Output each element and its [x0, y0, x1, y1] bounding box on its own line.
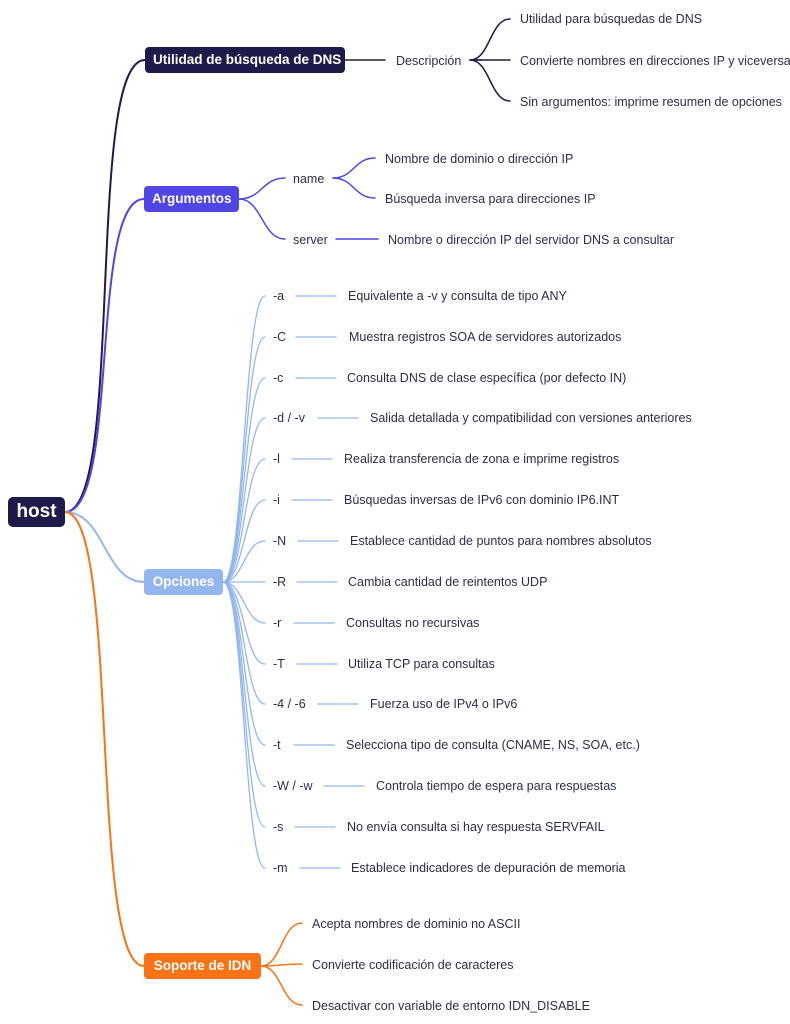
option-description[interactable]: Cambia cantidad de reintentos UDP: [348, 575, 548, 589]
option-description[interactable]: Selecciona tipo de consulta (CNAME, NS, …: [346, 738, 640, 752]
edge-opts-flag: [222, 581, 266, 828]
idn-leaf-2[interactable]: Convierte codificación de caracteres: [312, 958, 514, 972]
branch-options[interactable]: Opciones: [144, 569, 223, 595]
option-flag[interactable]: -l: [273, 452, 280, 466]
edge-opts-flag: [222, 581, 266, 665]
edge-opts-flag: [222, 458, 266, 583]
arg-name-leaf-2[interactable]: Búsqueda inversa para direcciones IP: [385, 192, 596, 206]
root-node[interactable]: host: [8, 497, 65, 527]
edge-opts-flag: [222, 499, 266, 583]
edge-opts-flag: [222, 540, 266, 583]
edge-opts-flag: [222, 377, 266, 583]
edge-opts-flag: [222, 336, 266, 583]
dns-leaf-3[interactable]: Sin argumentos: imprime resumen de opcio…: [520, 95, 782, 109]
option-flag[interactable]: -a: [273, 289, 285, 303]
edge-opts-flag: [222, 417, 266, 583]
option-description[interactable]: Utiliza TCP para consultas: [348, 657, 495, 671]
edge-name-leaf: [332, 157, 376, 179]
option-flag[interactable]: -T: [273, 657, 285, 671]
option-description[interactable]: Salida detallada y compatibilidad con ve…: [370, 411, 692, 425]
option-flag[interactable]: -t: [273, 738, 281, 752]
option-description[interactable]: No envía consulta si hay respuesta SERVF…: [347, 820, 605, 834]
branch-arguments[interactable]: Argumentos: [144, 186, 239, 212]
edge-opts-flag: [222, 295, 266, 583]
edge-dns-leaf: [469, 18, 511, 61]
dns-description-node[interactable]: Descripción: [396, 54, 462, 68]
option-description[interactable]: Establece cantidad de puntos para nombre…: [350, 534, 652, 548]
edge-args-name: [238, 177, 286, 200]
edge-opts-flag: [222, 581, 266, 624]
option-description[interactable]: Fuerza uso de IPv4 o IPv6: [370, 697, 518, 711]
branch-idn-support[interactable]: Soporte de IDN: [144, 953, 261, 979]
edge-root-opts: [64, 511, 145, 583]
arg-name-node[interactable]: name: [293, 172, 325, 186]
edge-args-server: [238, 198, 286, 240]
option-description[interactable]: Realiza transferencia de zona e imprime …: [344, 452, 620, 466]
edge-name-leaf: [332, 177, 376, 199]
edge-opts-flag: [222, 581, 266, 869]
option-description[interactable]: Consultas no recursivas: [346, 616, 480, 630]
option-description[interactable]: Controla tiempo de espera para respuesta…: [376, 779, 617, 793]
option-flag[interactable]: -i: [273, 493, 280, 507]
edge-root-dns: [64, 59, 146, 513]
option-flag[interactable]: -C: [273, 330, 287, 344]
edge-root-args: [64, 198, 145, 513]
option-description[interactable]: Establece indicadores de depuración de m…: [351, 861, 626, 875]
edge-dns-leaf: [469, 59, 511, 102]
option-description[interactable]: Equivalente a -v y consulta de tipo ANY: [348, 289, 567, 303]
option-description[interactable]: Consulta DNS de clase específica (por de…: [347, 371, 627, 385]
option-flag[interactable]: -c: [273, 371, 284, 385]
idn-leaf-3[interactable]: Desactivar con variable de entorno IDN_D…: [312, 999, 590, 1013]
option-flag[interactable]: -m: [273, 861, 288, 875]
option-flag[interactable]: -4 / -6: [273, 697, 306, 711]
arg-server-node[interactable]: server: [293, 233, 328, 247]
option-description[interactable]: Búsquedas inversas de IPv6 con dominio I…: [344, 493, 620, 507]
option-flag[interactable]: -s: [273, 820, 284, 834]
option-flag[interactable]: -r: [273, 616, 282, 630]
edge-idn-leaf: [260, 922, 303, 967]
branch-dns-utility[interactable]: Utilidad de búsqueda de DNS: [145, 47, 345, 73]
dns-leaf-1[interactable]: Utilidad para búsquedas de DNS: [520, 12, 703, 26]
arg-server-leaf[interactable]: Nombre o dirección IP del servidor DNS a…: [388, 233, 675, 247]
idn-leaf-1[interactable]: Acepta nombres de dominio no ASCII: [312, 917, 521, 931]
dns-leaf-2[interactable]: Convierte nombres en direcciones IP y vi…: [520, 54, 790, 68]
edge-opts-flag: [222, 581, 266, 787]
option-flag[interactable]: -R: [273, 575, 287, 589]
arg-name-leaf-1[interactable]: Nombre de dominio o dirección IP: [385, 152, 574, 166]
option-flag[interactable]: -W / -w: [273, 779, 313, 793]
option-flag[interactable]: -N: [273, 534, 287, 548]
option-description[interactable]: Muestra registros SOA de servidores auto…: [349, 330, 622, 344]
edge-root-idn: [64, 511, 145, 967]
edge-idn-leaf: [260, 965, 303, 1006]
option-flag[interactable]: -d / -v: [273, 411, 305, 425]
